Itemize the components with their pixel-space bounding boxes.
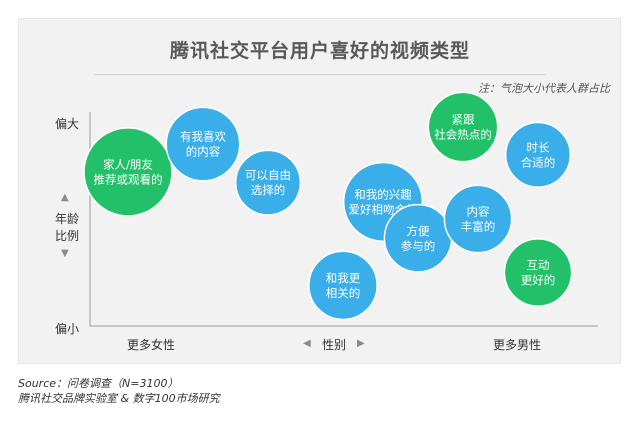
y-tick-high: 偏大 — [55, 117, 80, 131]
bubble-label: 紧跟 — [452, 112, 475, 126]
title-divider — [94, 74, 546, 75]
bubble-label: 互动 — [527, 258, 550, 272]
y-tick-low: 偏小 — [55, 322, 80, 336]
x-arrow-right-icon: ▶ — [357, 338, 365, 349]
source-note: Source：问卷调查（N=3100） 腾讯社交品牌实验室 & 数字100市场研… — [18, 376, 220, 406]
y-arrow-up-icon: ▲ — [61, 192, 69, 203]
bubble-circle — [165, 106, 241, 182]
bubble-circle — [83, 127, 173, 217]
bubble-label: 有我喜欢 — [180, 130, 226, 144]
source-line: 腾讯社交品牌实验室 & 数字100市场研究 — [18, 392, 220, 405]
bubble-label: 和我更 — [326, 271, 361, 285]
bubble-label: 方便 — [407, 224, 430, 238]
y-axis-label-line2: 比例 — [55, 229, 80, 243]
x-axis-label: 性别 — [322, 338, 347, 352]
bubble-label: 社会热点的 — [434, 127, 492, 141]
x-tick-male: 更多男性 — [493, 338, 542, 352]
bubble-label: 选择的 — [251, 183, 286, 197]
y-arrow-down-icon: ▼ — [61, 248, 69, 259]
bubble-label: 推荐或观看的 — [94, 172, 163, 186]
bubble-label: 时长 — [527, 140, 550, 154]
bubble-circle — [308, 250, 378, 321]
x-tick-female: 更多女性 — [127, 338, 176, 352]
bubble-label: 丰富的 — [461, 220, 496, 234]
bubble-label: 和我的兴趣 — [354, 187, 412, 201]
bubble-label: 可以自由 — [245, 168, 291, 182]
bubble-circle — [234, 149, 302, 216]
y-axis-label-line1: 年龄 — [55, 212, 80, 226]
bubble-label: 相关的 — [326, 286, 361, 300]
chart-title: 腾讯社交平台用户喜好的视频类型 — [169, 40, 470, 62]
bubble-label: 的内容 — [186, 145, 221, 159]
bubble-circle — [427, 91, 499, 163]
bubble-label: 内容 — [467, 205, 490, 219]
bubble-circle — [443, 184, 513, 254]
bubble-label: 合适的 — [521, 155, 556, 169]
x-arrow-left-icon: ◀ — [303, 338, 311, 349]
bubble-circle — [503, 238, 573, 307]
chart-note: 注：气泡大小代表人群占比 — [478, 82, 610, 95]
bubble-label: 参与的 — [401, 239, 436, 253]
bubble-label: 更好的 — [521, 273, 556, 287]
bubble-circle — [504, 121, 572, 188]
bubble-label: 家人/朋友 — [103, 157, 153, 171]
source-line: Source：问卷调查（N=3100） — [18, 377, 179, 390]
